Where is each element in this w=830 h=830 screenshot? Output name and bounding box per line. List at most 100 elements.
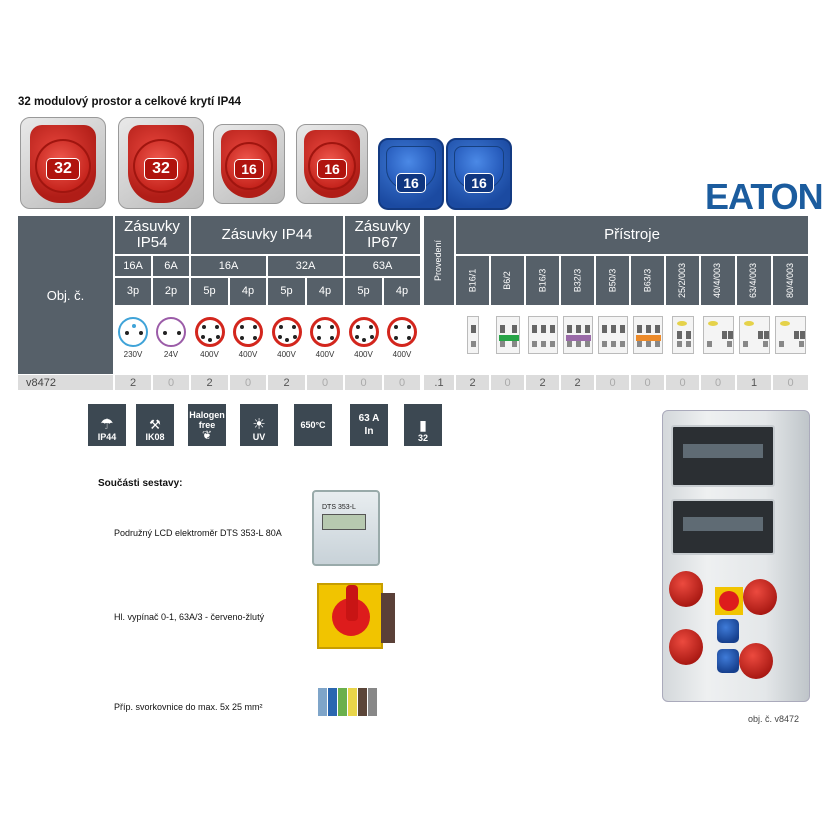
socket-count: 0 <box>345 375 382 390</box>
provedeni-value: .1 <box>424 375 454 390</box>
socket-3p-icon <box>118 317 148 347</box>
provedeni-label: Provedení <box>433 239 444 282</box>
components-heading: Součásti sestavy: <box>98 478 183 489</box>
pole-header: 4p <box>230 278 266 305</box>
device-count: 0 <box>596 375 629 390</box>
socket-rating-label: 16 <box>234 158 264 179</box>
socket-count: 2 <box>115 375 151 390</box>
breaker-icon-cell <box>773 310 808 360</box>
socket-icon-cell: 400V <box>384 308 420 368</box>
device-header: B63/3 <box>631 256 664 305</box>
pole-header: 5p <box>191 278 228 305</box>
breaker-icon-cell <box>666 310 699 360</box>
device-header: 63/4/003 <box>737 256 771 305</box>
device-count: 0 <box>631 375 664 390</box>
socket-16a-picture: 16 <box>296 124 368 204</box>
voltage-label: 24V <box>163 350 179 359</box>
device-label: B63/3 <box>642 268 652 293</box>
uv-label: UV <box>252 432 266 442</box>
caption: obj. č. v8472 <box>748 714 800 724</box>
socket-icon-cell: 230V <box>115 308 151 368</box>
breaker-icon-cell <box>737 310 771 360</box>
module-count-icon: ▮ 32 <box>404 404 442 446</box>
current-header: 16A <box>115 256 151 276</box>
socket-16a-blue-picture: 16 <box>378 138 444 210</box>
socket-icon-cell: 400V <box>191 308 228 368</box>
socket-icon-cell: 400V <box>345 308 382 368</box>
device-count: 1 <box>737 375 771 390</box>
obj-header: Obj. č. <box>18 216 113 374</box>
device-label: B32/3 <box>572 268 582 293</box>
socket-4p-icon <box>387 317 417 347</box>
breaker-b6-2-icon <box>495 316 520 354</box>
temperature-icon: 650°C <box>294 404 332 446</box>
amp-sub-label: In <box>364 425 374 437</box>
component-switch-text: Hl. vypínač 0-1, 63A/3 - červeno-žlutý <box>114 612 265 622</box>
eaton-logo: EATON <box>705 176 824 217</box>
socket-rating-label: 32 <box>46 157 80 180</box>
ik08-hammer-icon: ⚒ IK08 <box>136 404 174 446</box>
device-header: B16/3 <box>526 256 559 305</box>
device-label: B16/3 <box>537 268 547 293</box>
page-title: 32 modulový prostor a celkové krytí IP44 <box>18 96 242 108</box>
socket-rating-label: 16 <box>464 172 494 193</box>
device-count: 0 <box>701 375 735 390</box>
device-count: 0 <box>666 375 699 390</box>
group-pristroje-header: Přístroje <box>456 216 808 254</box>
group-ip44-header: Zásuvky IP44 <box>191 216 343 254</box>
breaker-icon-cell <box>561 310 594 360</box>
socket-rating-label: 16 <box>396 172 426 193</box>
device-header: B50/3 <box>596 256 629 305</box>
device-label: 25/2/003 <box>677 262 688 299</box>
terminal-block-picture <box>318 688 378 720</box>
socket-count: 0 <box>230 375 266 390</box>
device-header: 25/2/003 <box>666 256 699 305</box>
socket-icon-cell: 400V <box>307 308 343 368</box>
ip44-umbrella-icon: ☂ IP44 <box>88 404 126 446</box>
device-header: B32/3 <box>561 256 594 305</box>
socket-2p-icon <box>156 317 186 347</box>
pole-header: 5p <box>268 278 305 305</box>
voltage-label: 400V <box>315 350 335 359</box>
breaker-icon-cell <box>596 310 629 360</box>
energy-meter-picture: DTS 353-L <box>312 490 380 566</box>
rcd-63-4-icon <box>738 316 770 354</box>
socket-count: 2 <box>191 375 228 390</box>
socket-icon-cell: 400V <box>268 308 305 368</box>
uv-sun-icon: ☀ UV <box>240 404 278 446</box>
breaker-b16-3-icon <box>527 316 558 354</box>
pole-header: 5p <box>345 278 382 305</box>
socket-rating-label: 16 <box>317 158 347 179</box>
breaker-b32-3-icon <box>562 316 593 354</box>
socket-icon-cell: 24V <box>153 308 189 368</box>
socket-4p-icon <box>233 317 263 347</box>
group-ip67-header: Zásuvky IP67 <box>345 216 420 254</box>
socket-5p-icon <box>348 317 379 347</box>
device-count: 0 <box>773 375 808 390</box>
pole-header: 2p <box>153 278 189 305</box>
meter-model-label: DTS 353-L <box>322 504 356 511</box>
voltage-label: 400V <box>238 350 258 359</box>
voltage-label: 400V <box>354 350 373 359</box>
breaker-icon-cell <box>456 310 489 360</box>
rcd-25-2-icon <box>671 316 694 354</box>
device-count: 2 <box>526 375 559 390</box>
socket-16a-blue-picture: 16 <box>446 138 512 210</box>
device-header: 80/4/003 <box>773 256 808 305</box>
socket-4p-icon <box>310 317 340 347</box>
device-header: 40/4/003 <box>701 256 735 305</box>
breaker-b50-3-icon <box>597 316 628 354</box>
device-count: 2 <box>456 375 489 390</box>
product-code: v8472 <box>18 375 113 390</box>
rcd-40-4-icon <box>702 316 734 354</box>
device-label: 63/4/003 <box>748 262 759 299</box>
breaker-b16-1-icon <box>466 316 479 354</box>
pole-header: 4p <box>307 278 343 305</box>
breaker-icon-cell <box>491 310 524 360</box>
device-label: B6/2 <box>501 271 512 290</box>
component-meter-text: Podružný LCD elektroměr DTS 353-L 80A <box>114 528 282 538</box>
breaker-b63-3-icon <box>632 316 663 354</box>
socket-count: 2 <box>268 375 305 390</box>
distribution-box-picture <box>662 410 810 702</box>
voltage-label: 230V <box>123 350 143 359</box>
